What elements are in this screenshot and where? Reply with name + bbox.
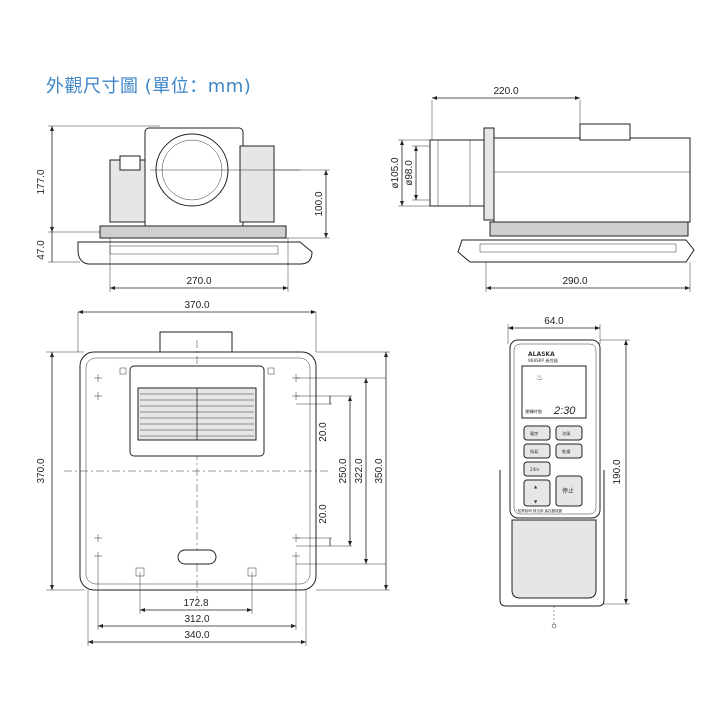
dim-dia98: ø98.0: [404, 160, 415, 186]
side-view: 220.0 ø105.0 ø98.0 290.0: [390, 86, 695, 292]
btn-heat[interactable]: [523, 425, 551, 441]
side-panel: [457, 239, 695, 263]
svg-text:涼風: 涼風: [562, 430, 571, 437]
dim-270: 270.0: [186, 276, 211, 287]
dim-20-bottom: 20.0: [318, 504, 329, 524]
svg-text:▼: ▼: [534, 499, 538, 504]
base-plate: [99, 225, 287, 239]
btn-24hr[interactable]: [523, 461, 551, 477]
dim-350: 350.0: [374, 458, 385, 483]
svg-text:24hr: 24hr: [530, 467, 540, 472]
remote-screen: [521, 365, 587, 419]
remote-brand: ALASKA: [528, 351, 555, 358]
dim-190: 190.0: [612, 459, 623, 484]
bottom-view: 370.0 370.0: [36, 300, 390, 646]
front-view: 177.0 47.0 100.0 270.0: [36, 125, 330, 292]
dim-47: 47.0: [36, 240, 47, 260]
dim-dia105: ø105.0: [390, 157, 401, 189]
dim-20-top: 20.0: [318, 422, 329, 442]
dim-64: 64.0: [544, 316, 564, 327]
dim-370-width: 370.0: [184, 300, 209, 311]
svg-text:▲: ▲: [534, 484, 538, 489]
dim-177: 177.0: [36, 169, 47, 194]
btn-up-down[interactable]: [523, 479, 551, 507]
remote-footer: *如需說明 請洽詢 遙控器按鍵: [516, 508, 562, 513]
btn-stop[interactable]: [555, 475, 583, 507]
btn-vent[interactable]: [523, 443, 551, 459]
remote-time: 2:30: [553, 405, 576, 417]
svg-text:乾燥: 乾燥: [562, 448, 571, 455]
dim-312: 312.0: [184, 614, 209, 625]
dim-340: 340.0: [184, 630, 209, 641]
panel-handle: [177, 549, 217, 565]
remote-model: 968SKP 遙控器: [528, 357, 559, 364]
dim-172-8: 172.8: [183, 598, 208, 609]
btn-cool[interactable]: [555, 425, 583, 441]
svg-text:停止: 停止: [562, 487, 574, 495]
btn-dry[interactable]: [555, 443, 583, 459]
front-panel: [77, 241, 313, 265]
housing-side: [493, 137, 691, 223]
remote-time-label: 運轉時間: [525, 408, 542, 415]
dim-370-height: 370.0: [36, 458, 47, 483]
dim-290: 290.0: [562, 276, 587, 287]
duct-pipe: [429, 139, 485, 207]
svg-text:暖房: 暖房: [530, 430, 538, 437]
dim-250: 250.0: [338, 458, 349, 483]
remote-view: 64.0 190.0 ALASKA 968SKP 遙控器 ♨ 2:30 運轉時間…: [499, 316, 630, 629]
svg-text:換氣: 換氣: [530, 448, 539, 455]
flame-icon: ♨: [536, 373, 543, 382]
dim-322: 322.0: [354, 458, 365, 483]
dim-100: 100.0: [314, 191, 325, 216]
dim-220: 220.0: [493, 86, 518, 97]
drawing-title: 外觀尺寸圖 (單位：mm): [46, 76, 252, 97]
duct-top: [159, 331, 233, 355]
remote-buttons: 暖房 涼風 換氣 乾燥 24hr 停止 ▲ ▼: [523, 425, 583, 507]
side-box-right: [239, 145, 275, 223]
